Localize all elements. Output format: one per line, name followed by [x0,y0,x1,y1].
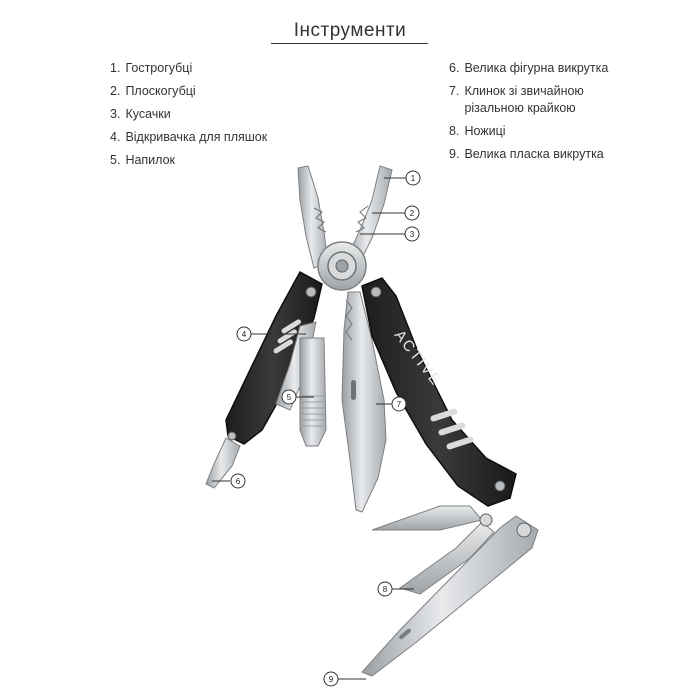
legend-right: 6. Велика фігурна викрутка 7. Клинок зі зв… [449,60,619,169]
legend-item-3: 3. Кусачки [110,106,270,123]
callout-1: 1 [405,170,421,186]
legend-number: 6. [449,61,460,75]
legend-number: 4. [110,130,121,144]
callout-5: 5 [281,389,297,405]
flat-screwdriver-slot [399,628,411,640]
callout-number: 5 [287,393,292,402]
callout-number: 9 [329,675,334,684]
legend-number: 9. [449,147,460,161]
legend-number: 2. [110,84,121,98]
legend-label: Гострогубці [125,61,193,75]
pivot-hub-center [335,259,349,273]
legend-item-7: 7. Клинок зі звичайною різальною крайкою [449,83,619,117]
knife-blade [341,291,387,513]
legend-number: 5. [110,153,121,167]
callout-8: 8 [377,581,393,597]
callout-number: 6 [236,477,241,486]
handle-right-rivet [370,286,382,298]
flat-screwdriver-tool [361,515,539,677]
callout-3: 3 [404,226,420,242]
legend-number: 3. [110,107,121,121]
legend-label: Кусачки [125,107,171,121]
legend-number: 1. [110,61,121,75]
handle-left-slot [277,329,297,344]
handle-right-slot [430,408,458,422]
callout-4: 4 [236,326,252,342]
callout-number: 4 [242,330,247,339]
callout-number: 2 [410,209,415,218]
legend-item-8: 8. Ножиці [449,123,619,140]
legend-item-5: 5. Напилок [110,152,270,169]
file-tool-teeth [302,395,324,427]
handle-right-slot [446,436,474,450]
legend-item-1: 1. Гострогубці [110,60,270,77]
handle-left-rivet [305,286,317,298]
callout-7: 7 [391,396,407,412]
scissors-blade-lower [398,521,495,595]
handle-right-rivet [494,480,506,492]
callout-9: 9 [323,671,339,687]
page-title: Інструменти [293,20,407,41]
legend-item-4: 4. Відкривачка для пляшок [110,129,270,146]
pliers-grip-teeth [313,205,369,233]
legend-item-9: 9. Велика пласка викрутка [449,146,619,163]
legend-label: Клинок зі звичайною різальною крайкою [464,84,584,115]
legend-label: Відкривачка для пляшок [125,130,268,144]
legend-label: Велика пласка викрутка [464,147,604,161]
legend-number: 8. [449,124,460,138]
flat-screwdriver-pivot [516,522,532,538]
legend-label: Ножиці [464,124,506,138]
handle-right-slot [438,422,466,436]
legend-label: Плоскогубці [125,84,196,98]
legend-label: Велика фігурна викрутка [464,61,609,75]
handle-left-slot [281,319,301,334]
callout-number: 7 [397,400,402,409]
handle-right [361,277,517,507]
knife-nail-nick [351,380,356,400]
file-tool [299,337,327,447]
callout-6: 6 [230,473,246,489]
handle-left [225,270,323,445]
callout-number: 1 [411,174,416,183]
handle-left-slot [273,339,293,354]
handle-left-rivet [227,431,237,441]
callout-2: 2 [404,205,420,221]
legend-left: 1. Гострогубці 2. Плоскогубці 3. Кусачки 4.… [110,60,270,175]
legend-label: Напилок [125,153,176,167]
scissors-pivot [479,513,493,527]
callout-number: 3 [410,230,415,239]
callout-number: 8 [383,585,388,594]
legend-number: 7. [449,84,460,98]
legend-item-6: 6. Велика фігурна викрутка [449,60,619,77]
title-underline [271,43,428,44]
knife-blade-serration [345,299,353,341]
legend-item-2: 2. Плоскогубці [110,83,270,100]
scissors-blade-upper [371,505,483,531]
phillips-screwdriver-tool [205,437,241,489]
